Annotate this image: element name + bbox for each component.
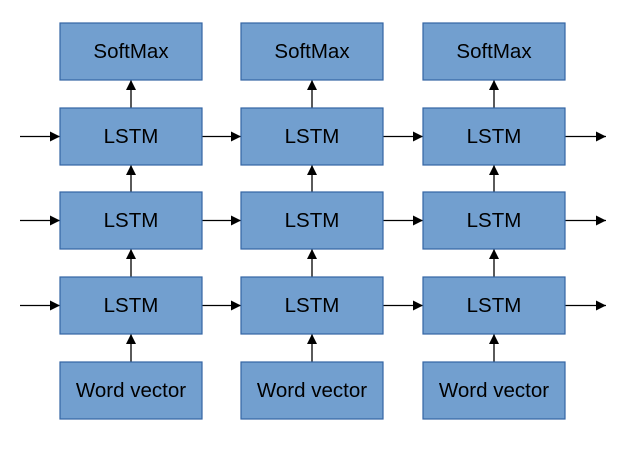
lstm-label: LSTM xyxy=(285,294,340,317)
column-3: SoftMax LSTM LSTM LSTM Word vector xyxy=(422,22,566,420)
lstm-label: LSTM xyxy=(285,209,340,232)
lstm-label: LSTM xyxy=(104,294,159,317)
word-vector-box: Word vector xyxy=(59,361,203,420)
lstm-box-layer-1: LSTM xyxy=(240,276,384,335)
softmax-box: SoftMax xyxy=(422,22,566,81)
lstm-label: LSTM xyxy=(467,294,522,317)
lstm-label: LSTM xyxy=(467,209,522,232)
softmax-box: SoftMax xyxy=(59,22,203,81)
lstm-box-layer-3: LSTM xyxy=(240,107,384,166)
lstm-label: LSTM xyxy=(285,125,340,148)
softmax-label: SoftMax xyxy=(93,40,169,63)
word-vector-label: Word vector xyxy=(439,379,549,402)
softmax-label: SoftMax xyxy=(274,40,350,63)
column-2: SoftMax LSTM LSTM LSTM Word vector xyxy=(240,22,384,420)
lstm-label: LSTM xyxy=(467,125,522,148)
word-vector-box: Word vector xyxy=(422,361,566,420)
lstm-box-layer-1: LSTM xyxy=(59,276,203,335)
word-vector-box: Word vector xyxy=(240,361,384,420)
lstm-box-layer-1: LSTM xyxy=(422,276,566,335)
softmax-box: SoftMax xyxy=(240,22,384,81)
lstm-label: LSTM xyxy=(104,209,159,232)
lstm-label: LSTM xyxy=(104,125,159,148)
lstm-box-layer-3: LSTM xyxy=(422,107,566,166)
word-vector-label: Word vector xyxy=(257,379,367,402)
lstm-box-layer-2: LSTM xyxy=(240,191,384,250)
lstm-box-layer-2: LSTM xyxy=(59,191,203,250)
word-vector-label: Word vector xyxy=(76,379,186,402)
lstm-box-layer-3: LSTM xyxy=(59,107,203,166)
softmax-label: SoftMax xyxy=(456,40,532,63)
arrows xyxy=(20,80,606,362)
lstm-box-layer-2: LSTM xyxy=(422,191,566,250)
column-1: SoftMax LSTM LSTM LSTM Word vector xyxy=(59,22,203,420)
